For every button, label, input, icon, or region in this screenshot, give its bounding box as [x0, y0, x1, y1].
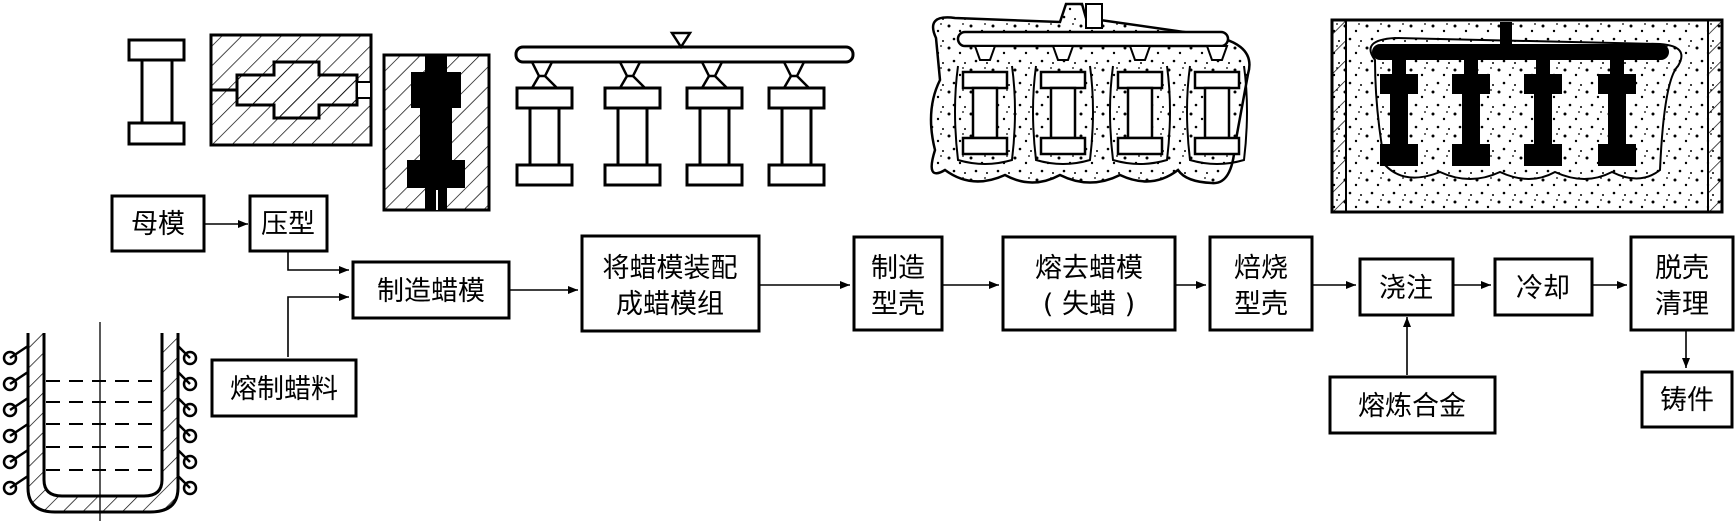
box-die: 压型: [248, 194, 329, 253]
metal-casting-unit: [1380, 60, 1418, 166]
box-bake-shell: 焙烧 型壳: [1208, 235, 1314, 332]
box-pour: 浇注: [1358, 257, 1455, 317]
label-melt-alloy: 熔炼合金: [1358, 391, 1466, 422]
heating-coil-left: [2, 344, 29, 496]
label-assemble-line1: 将蜡模装配: [603, 253, 738, 284]
flow-connectors: [204, 220, 1690, 375]
wax-pattern-unit: [515, 60, 574, 187]
wax-filled-die-illustration: [382, 53, 491, 212]
heating-coil-right: [177, 345, 198, 496]
label-assemble-line2: 成蜡模组: [616, 289, 724, 320]
arrow-melt-wax-to-wax-pattern: [287, 293, 349, 357]
pouring-flask-illustration: [1330, 18, 1724, 214]
box-master-pattern: 母模: [110, 194, 206, 253]
label-shakeout-line2: 清理: [1655, 289, 1709, 320]
box-assemble-wax-tree: 将蜡模装配 成蜡模组: [580, 234, 761, 333]
label-pour: 浇注: [1379, 273, 1433, 304]
label-bake-line1: 焙烧: [1234, 253, 1288, 284]
shell-illustration: [929, 2, 1251, 185]
label-make-shell-line1: 制造: [871, 253, 925, 284]
label-make-shell-line2: 型壳: [871, 289, 925, 320]
label-die: 压型: [261, 209, 315, 240]
wax-tree-illustration: [514, 31, 855, 187]
label-shakeout-line1: 脱壳: [1655, 253, 1709, 284]
die-illustration: [209, 33, 373, 147]
label-master-pattern: 母模: [131, 209, 185, 240]
box-dewax: 熔去蜡模 ( 失蜡 ): [1001, 235, 1177, 332]
label-casting: 铸件: [1660, 385, 1714, 416]
label-cool: 冷却: [1516, 273, 1570, 304]
master-pattern-illustration: [127, 38, 186, 146]
label-dewax-line2: ( 失蜡 ): [1043, 289, 1135, 320]
box-cool: 冷却: [1493, 257, 1594, 317]
box-make-wax-pattern: 制造蜡模: [351, 260, 511, 320]
label-melt-wax: 熔制蜡料: [230, 374, 338, 405]
label-bake-line2: 型壳: [1234, 289, 1288, 320]
label-make-wax-pattern: 制造蜡模: [377, 276, 485, 307]
box-melt-wax: 熔制蜡料: [210, 358, 358, 418]
arrow-die-to-wax-pattern: [287, 251, 349, 274]
wax-melting-pot-illustration: [2, 322, 198, 521]
box-casting: 铸件: [1640, 370, 1734, 429]
label-dewax-line1: 熔去蜡模: [1035, 253, 1143, 284]
box-shakeout: 脱壳 清理: [1629, 235, 1735, 332]
box-make-shell: 制造 型壳: [852, 235, 944, 332]
box-melt-alloy: 熔炼合金: [1328, 375, 1497, 435]
shell-pattern-unit: [954, 45, 1016, 165]
